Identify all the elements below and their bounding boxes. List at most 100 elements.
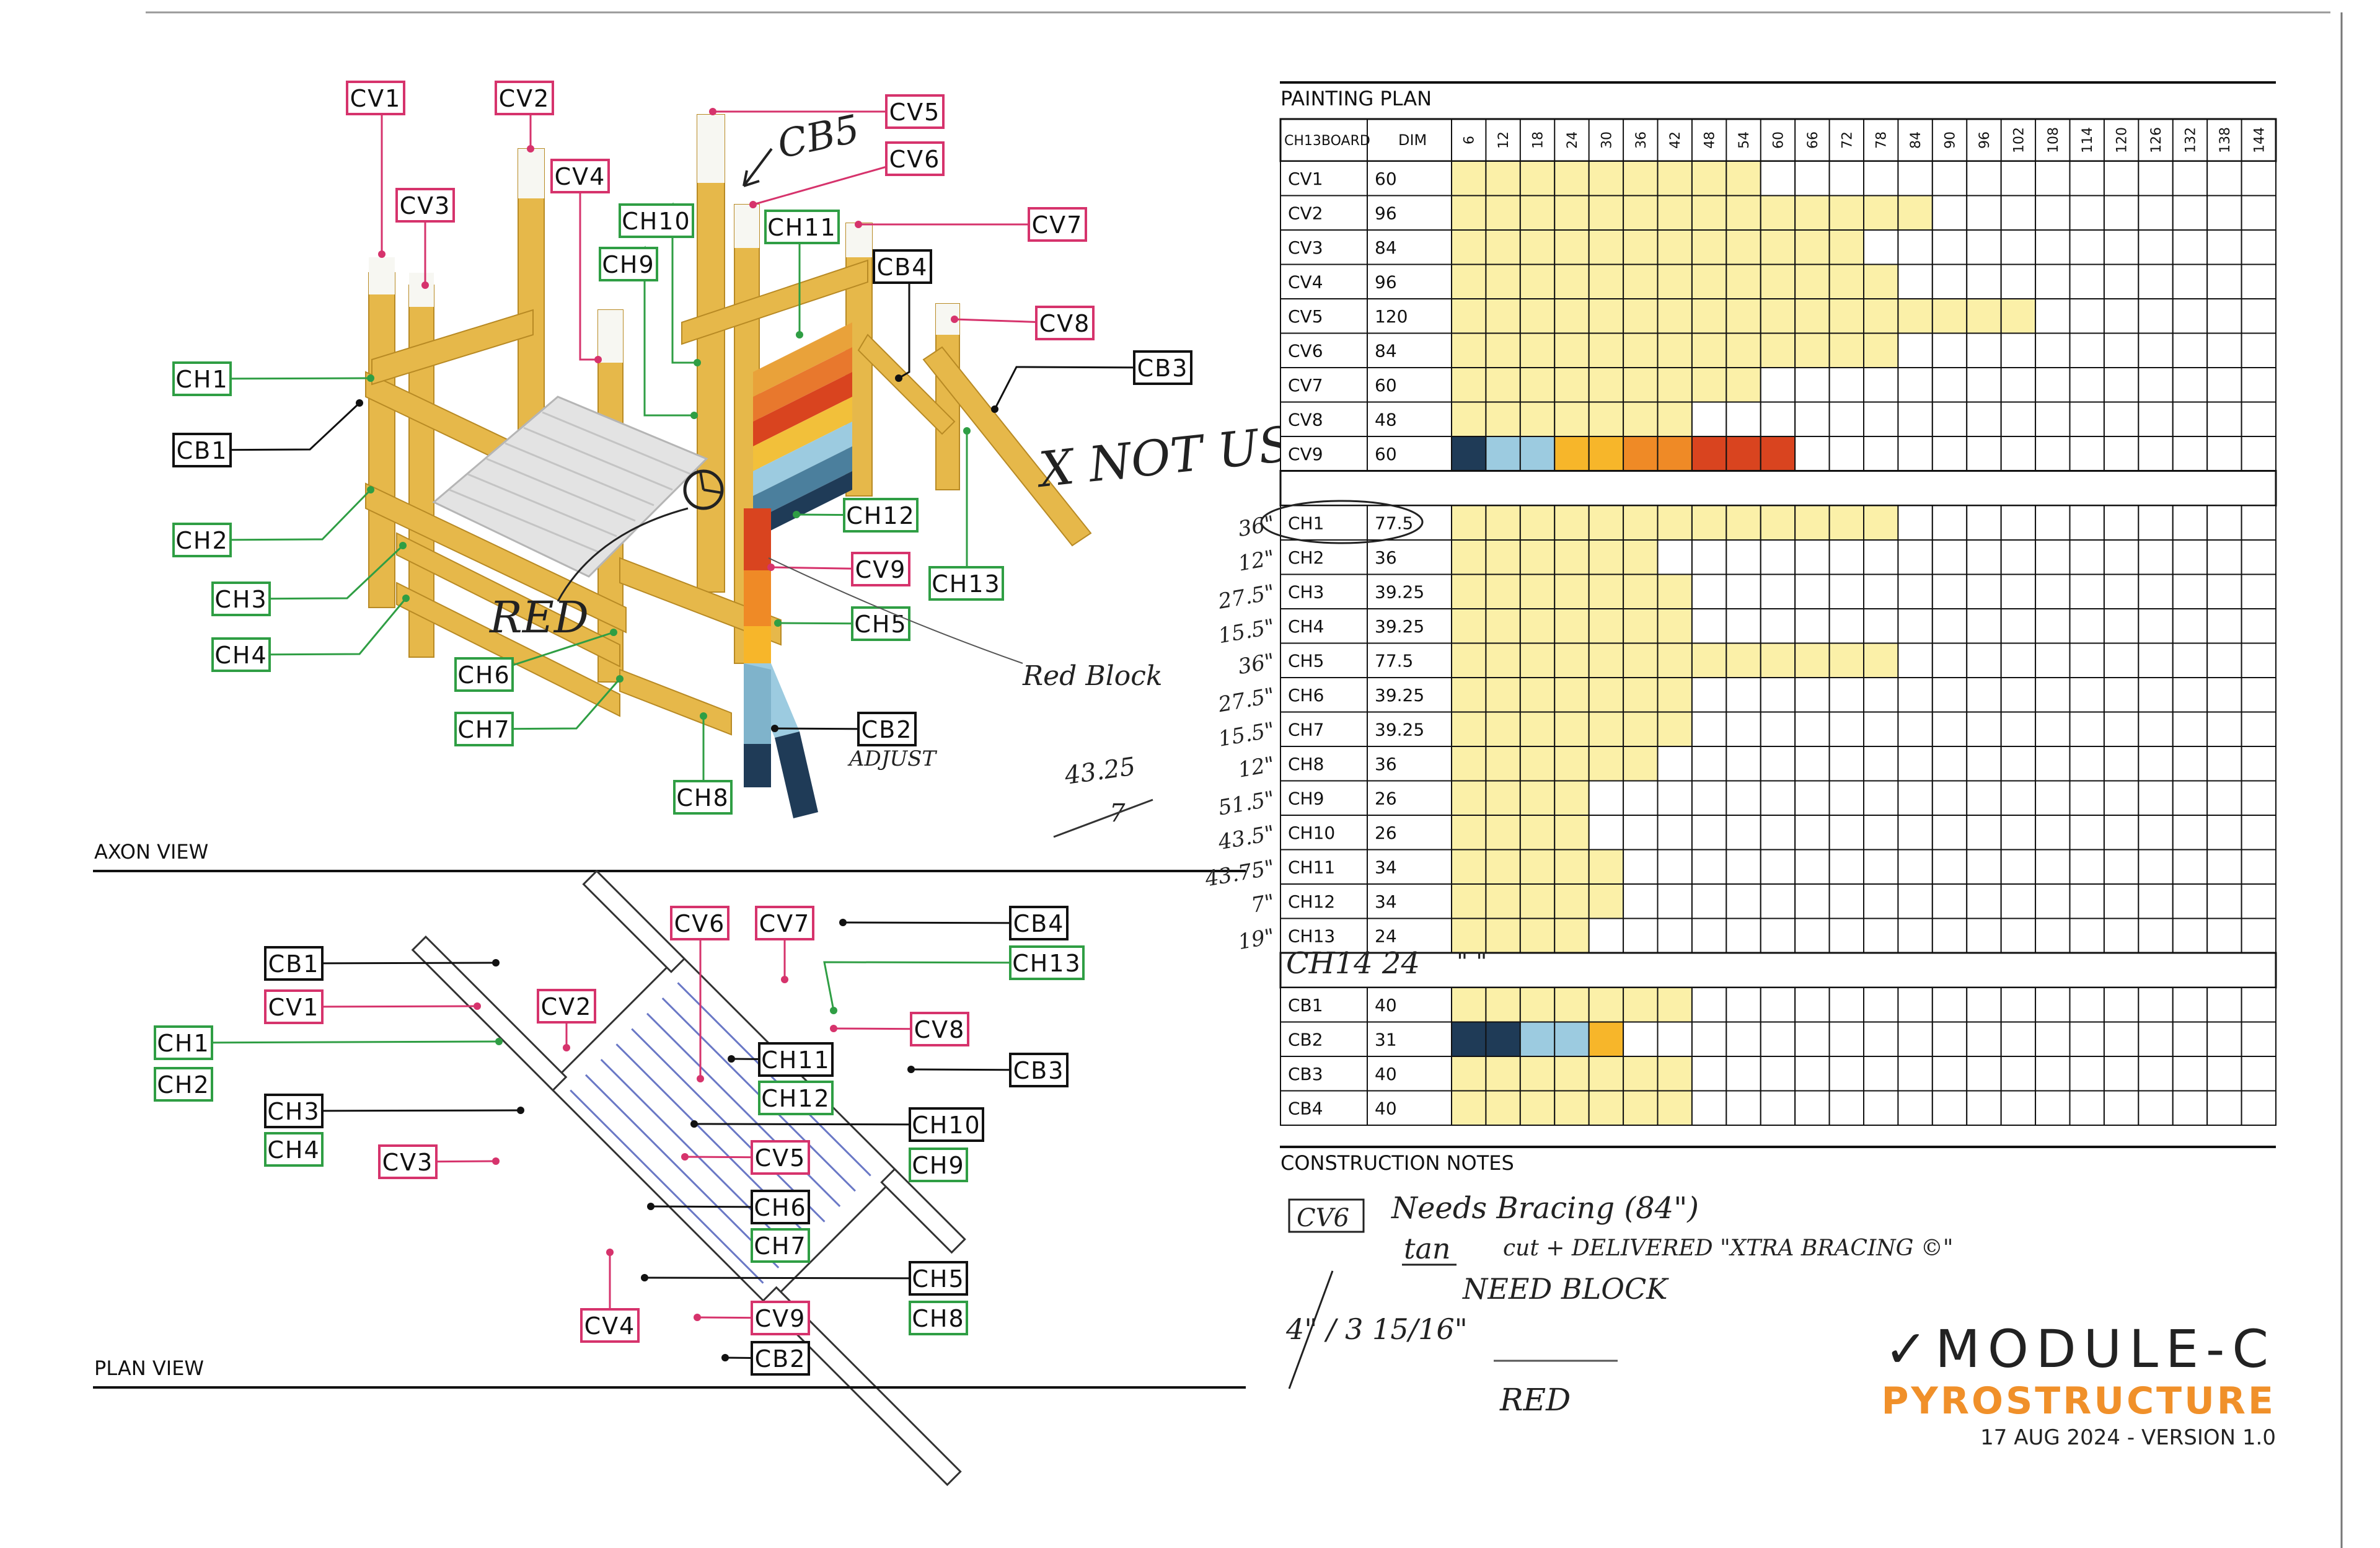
plan-label-ch3: CH3 <box>267 1098 320 1125</box>
post-cv7-cap <box>846 223 872 257</box>
grid-cell <box>1828 642 1864 678</box>
grid-cell <box>1863 573 1899 609</box>
dim-cv8: 48 <box>1375 410 1397 430</box>
grid-cell <box>2138 642 2174 678</box>
hand-note1: Needs Bracing (84") <box>1391 1191 1699 1226</box>
dim-cv9: 60 <box>1375 444 1397 464</box>
grid-cell <box>1451 263 1487 299</box>
dim-ch11: 34 <box>1375 857 1397 878</box>
axon-label-box <box>764 210 840 244</box>
margin-length: 7" <box>1250 890 1277 918</box>
plan-leader-dot <box>563 1044 570 1051</box>
grid-cell <box>1691 195 1727 231</box>
grid-cell <box>2000 332 2037 368</box>
axon-label-box <box>454 712 514 746</box>
grid-cell <box>1691 780 1727 816</box>
grid-cell <box>1519 849 1556 885</box>
margin-length: 27.5" <box>1216 683 1277 717</box>
grid-cell <box>2035 642 2071 678</box>
board-cv5: CV5 <box>1288 306 1323 327</box>
axon-label-ch11: CH11 <box>767 214 836 241</box>
grid-cell <box>1760 815 1796 851</box>
grid-cell <box>2069 677 2105 713</box>
plan-label-box <box>909 1261 968 1296</box>
plan-leader-dot <box>474 1002 481 1010</box>
grid-cell <box>1863 987 1899 1023</box>
grid-cell <box>1657 780 1693 816</box>
grid-cell <box>2000 642 2037 678</box>
axon-leader-dot <box>951 316 958 323</box>
grid-cell <box>1588 573 1624 609</box>
grid-cell <box>2206 573 2242 609</box>
grid-cell <box>2069 746 2105 782</box>
header-board: CH13BOARD <box>1284 133 1370 149</box>
plan-leader-ch3 <box>293 1109 521 1112</box>
grid-cell <box>1897 298 1933 334</box>
construction-notes-title: CONSTRUCTION NOTES <box>1280 1151 1514 1175</box>
grid-cell <box>2103 1021 2140 1057</box>
grid-cell <box>1554 195 1590 231</box>
grid-cell <box>1519 263 1556 299</box>
axon-leader-ch7 <box>483 678 621 730</box>
grid-cell <box>1588 263 1624 299</box>
grid-cell <box>2138 883 2174 919</box>
grid-cell <box>1794 573 1830 609</box>
grid-cell <box>2035 401 2071 437</box>
grid-cell <box>1588 505 1624 541</box>
axon-label-box <box>172 433 232 467</box>
grid-cell <box>2069 505 2105 541</box>
post-cv9-amber <box>744 626 771 663</box>
column-label: 12 <box>1496 131 1512 149</box>
grid-cell <box>1726 229 1761 265</box>
grid-cell <box>2000 401 2037 437</box>
grid-cell <box>1588 367 1624 403</box>
plan-label-box <box>670 906 729 940</box>
axon-leader-dot <box>378 250 386 258</box>
grid-cell <box>2103 195 2140 231</box>
grid-cell <box>1623 1090 1659 1126</box>
dim-cv2: 96 <box>1375 203 1397 224</box>
post-cv1-cap <box>369 257 395 294</box>
grid-cell <box>1966 298 2002 334</box>
grid-cell <box>1554 1056 1590 1092</box>
grid-cell <box>2206 642 2242 678</box>
grid-cell <box>2241 505 2276 541</box>
grid-cell <box>1451 573 1487 609</box>
grid-cell <box>1760 195 1796 231</box>
axon-label-cv1: CV1 <box>350 85 402 112</box>
grid-cell <box>1828 815 1864 851</box>
axon-label-cv9: CV9 <box>855 556 907 583</box>
axon-label-cv6: CV6 <box>889 146 941 173</box>
axon-label-box <box>885 141 945 176</box>
hand-cb5-arrow <box>743 148 773 187</box>
hand-dims: 4" / 3 15/16" <box>1285 1312 1468 1346</box>
axon-label-box <box>172 361 232 396</box>
dim-cv6: 84 <box>1375 341 1397 361</box>
grid-cell <box>1519 229 1556 265</box>
plan-leader-dot <box>641 1274 648 1281</box>
column-label: 60 <box>1771 131 1786 149</box>
plan-leader-dot <box>606 1249 614 1256</box>
dim-ch3: 39.25 <box>1375 582 1424 603</box>
plan-arm-mid <box>880 1167 966 1254</box>
grid-cell <box>2103 677 2140 713</box>
plan-label-box <box>909 1301 968 1335</box>
board-ch9: CH9 <box>1288 789 1324 809</box>
grid-cell <box>2138 1021 2174 1057</box>
grid-cell <box>2069 401 2105 437</box>
grid-cell <box>2138 161 2174 197</box>
grid-cell <box>1623 918 1659 953</box>
grid-cell <box>2069 263 2105 299</box>
grid-cell <box>1451 849 1487 885</box>
column-label: 36 <box>1634 131 1649 149</box>
checkmark-icon: ✓ <box>1884 1319 1935 1379</box>
grid-cell <box>1691 642 1727 678</box>
painting-plan-title: PAINTING PLAN <box>1280 87 1432 110</box>
grid-cell <box>2103 505 2140 541</box>
beam-ch4 <box>396 582 620 717</box>
grid-cell <box>2206 815 2242 851</box>
grid-cell <box>2035 539 2071 575</box>
grid-cell <box>1760 505 1796 541</box>
grid-cell <box>2172 711 2208 747</box>
